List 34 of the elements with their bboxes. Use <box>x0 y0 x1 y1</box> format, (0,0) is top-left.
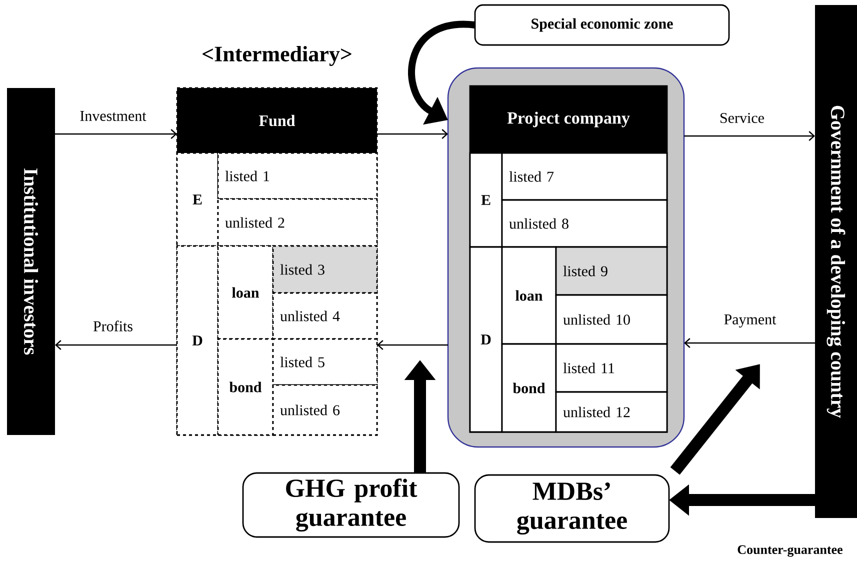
rounded-box: Special economic zone <box>474 4 730 46</box>
table-cell: D <box>469 246 503 433</box>
table-cell: unlisted 4 <box>272 292 378 340</box>
node-label: <Intermediary> <box>202 46 352 66</box>
arrow <box>377 129 448 139</box>
rounded-box: MDBs’ guarantee <box>474 474 670 543</box>
arrow <box>55 129 177 139</box>
table-cell: loan <box>217 245 274 340</box>
arrow <box>684 131 815 141</box>
table-cell: bond <box>501 343 557 433</box>
edge-label: Service <box>718 112 766 124</box>
edge-label: Counter-guarantee <box>736 544 844 558</box>
table-cell: unlisted 6 <box>272 384 378 436</box>
edge-label: Payment <box>722 313 778 329</box>
table-cell: unlisted 10 <box>555 294 668 345</box>
table-cell: bond <box>217 338 274 436</box>
table-cell: E <box>469 152 503 248</box>
edge-label: Investment <box>78 110 148 122</box>
table-cell: unlisted 12 <box>555 391 668 433</box>
table-cell: listed 5 <box>272 338 378 386</box>
table-cell: listed 9 <box>555 246 668 296</box>
vertical-bar: Institutional investors <box>7 88 55 435</box>
table-cell: listed 1 <box>217 152 378 200</box>
table-cell: E <box>176 152 219 247</box>
table-cell: listed 3 <box>272 245 378 294</box>
arrow <box>55 340 177 350</box>
edge-label: Profits <box>92 320 134 332</box>
rounded-box: GHG profit guarantee <box>242 472 460 538</box>
arrow <box>377 340 448 350</box>
table-cell: loan <box>501 246 557 345</box>
arrow <box>684 338 815 348</box>
table-cell: listed 11 <box>555 343 668 393</box>
vertical-bar: Government of a developing country <box>815 5 857 518</box>
table-cell: unlisted 2 <box>217 198 378 247</box>
